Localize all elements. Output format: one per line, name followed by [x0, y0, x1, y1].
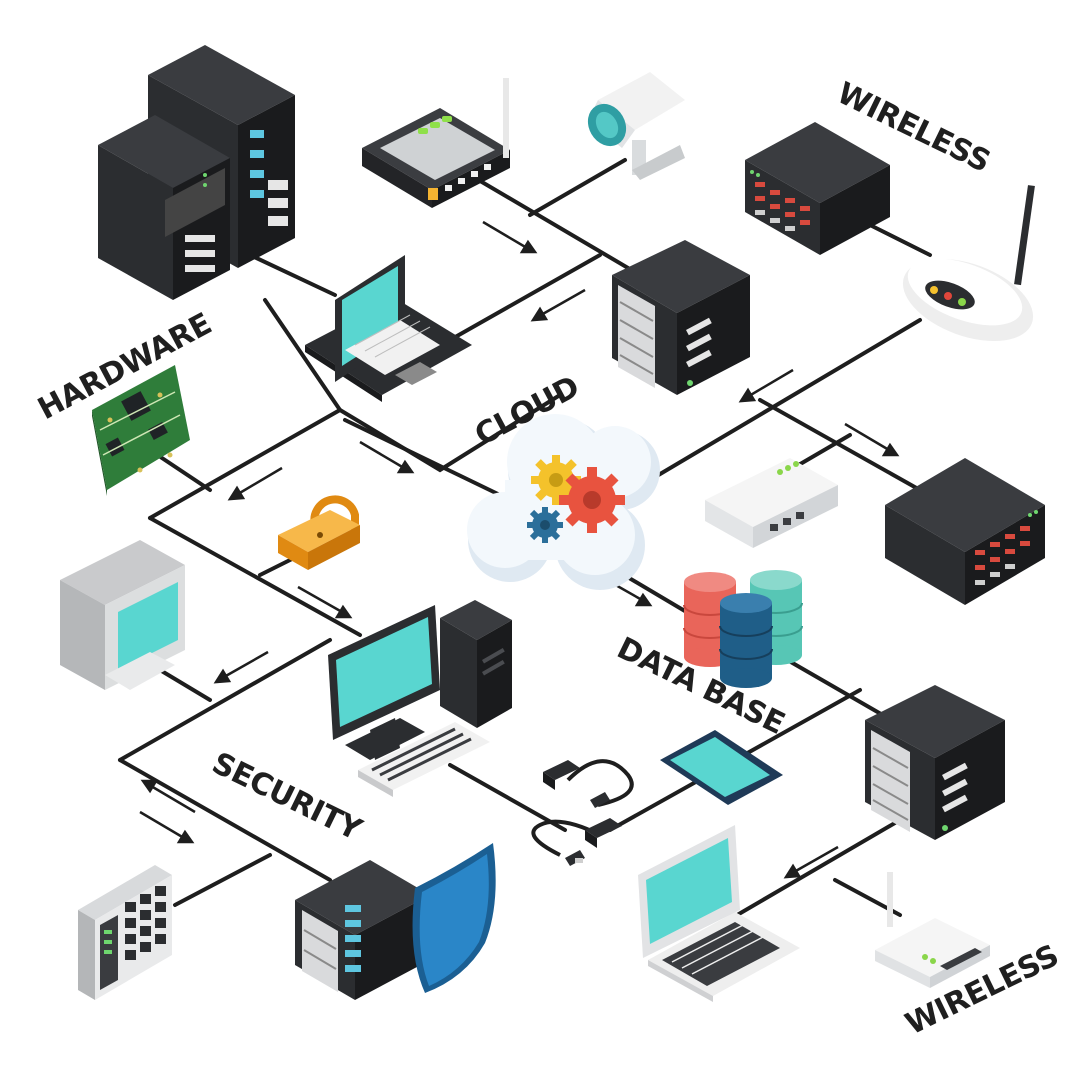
network-switch-icon — [885, 458, 1045, 605]
arrow-icon — [213, 650, 269, 684]
arrow-icon — [482, 220, 538, 254]
arrow-icon — [530, 288, 586, 322]
label-security: SECURITY — [206, 746, 368, 849]
shield-icon — [412, 843, 496, 993]
laptop-icon — [638, 825, 800, 1002]
smartphone-icon — [660, 730, 783, 805]
retro-monitor-icon — [60, 540, 185, 690]
arrow-icon — [227, 466, 283, 501]
modem-icon — [705, 458, 838, 548]
gear-icon — [527, 507, 563, 543]
arrow-icon — [297, 585, 353, 619]
server-rack-icon — [612, 240, 750, 395]
arrow-icon — [139, 810, 195, 844]
security-camera-icon — [587, 72, 685, 180]
arrow-icon — [844, 422, 900, 457]
connection-lines — [118, 158, 932, 927]
flow-arrows — [139, 220, 900, 879]
network-switch-icon — [745, 122, 890, 255]
keypad-icon — [78, 865, 172, 1000]
router-icon — [362, 78, 510, 208]
arrow-icon — [783, 845, 839, 879]
server-rack-icon — [98, 45, 295, 300]
padlock-icon — [278, 495, 360, 570]
wifi-router-icon — [902, 185, 1035, 342]
gear-icon — [559, 467, 625, 533]
cloud-gears-icon — [467, 414, 660, 590]
arrow-icon — [738, 368, 794, 403]
database-icon — [683, 570, 803, 688]
usb-cable-icon — [531, 759, 634, 866]
wifi-router-icon — [875, 872, 990, 988]
server-rack-icon — [295, 860, 430, 1000]
arrow-icon — [359, 440, 415, 474]
circuit-board-icon — [92, 365, 190, 496]
laptop-icon — [305, 255, 472, 402]
desktop-computer-icon — [328, 600, 512, 797]
server-rack-icon — [865, 685, 1005, 840]
arrow-icon — [140, 779, 196, 814]
